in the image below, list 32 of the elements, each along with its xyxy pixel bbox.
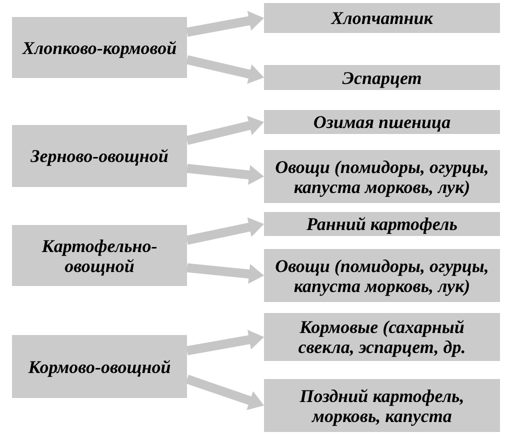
box-label: Хлопчатник (331, 8, 433, 28)
arrow (186, 374, 264, 410)
category-box (264, 249, 500, 302)
category-box (264, 313, 500, 361)
category-box (264, 212, 500, 236)
category-box (12, 17, 187, 78)
box-label: Овощи (помидоры, огурцы, капуста морковь, лук) (274, 156, 490, 196)
category-box (264, 110, 500, 134)
category-box (264, 3, 500, 33)
category-box (12, 125, 187, 187)
box-label: Ранний картофель (306, 214, 458, 234)
box-label: Озимая пшеница (313, 112, 451, 132)
category-box (264, 65, 500, 90)
category-box (264, 379, 500, 432)
box-label: Картофельно-овощной (40, 236, 158, 276)
category-box (12, 225, 187, 286)
arrow (186, 116, 264, 145)
box-label: Хлопково-кормовой (22, 38, 177, 58)
box-label: Овощи (помидоры, огурцы, капуста морковь, лук) (274, 256, 490, 296)
box-label: Кормово-овощной (28, 356, 171, 376)
category-box (12, 335, 187, 398)
arrow (186, 10, 264, 37)
arrow (186, 164, 264, 185)
category-box (264, 150, 500, 203)
arrow (186, 55, 264, 84)
box-label: Кормовые (сахарный свекла, эспарцет, др. (297, 317, 467, 357)
box-label: Поздний картофель, морковь, капуста (298, 386, 466, 426)
arrow (186, 263, 264, 284)
box-label: Эспарцет (342, 68, 422, 88)
box-label: Зерново-овощной (30, 146, 168, 166)
arrow (186, 217, 264, 245)
arrow (186, 330, 264, 356)
